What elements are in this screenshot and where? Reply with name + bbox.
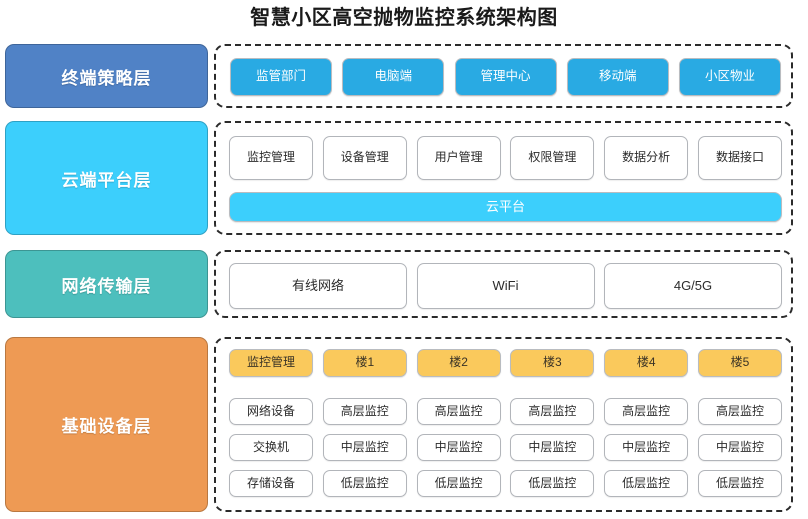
infrastructure-column-0: 监控管理 网络设备 交换机 存储设备 — [229, 349, 313, 497]
infrastructure-item-0-1[interactable]: 交换机 — [229, 434, 313, 461]
infrastructure-item-1-0[interactable]: 高层监控 — [322, 398, 407, 425]
terminal-node-1[interactable]: 电脑端 — [342, 58, 445, 96]
infrastructure-column-header-5[interactable]: 楼5 — [697, 349, 782, 377]
cloud-module-2[interactable]: 用户管理 — [416, 136, 501, 180]
layer-label-terminal: 终端策略层 — [5, 44, 208, 108]
cloud-platform-row: 云平台 — [229, 192, 782, 222]
infrastructure-item-2-1[interactable]: 中层监控 — [416, 434, 501, 461]
cloud-platform-bar[interactable]: 云平台 — [229, 192, 782, 222]
infrastructure-item-4-0[interactable]: 高层监控 — [604, 398, 689, 425]
terminal-node-row: 监管部门 电脑端 管理中心 移动端 小区物业 — [230, 58, 781, 96]
layer-content-cloud: 监控管理 设备管理 用户管理 权限管理 数据分析 数据接口 云平台 — [214, 121, 793, 235]
infrastructure-item-0-0[interactable]: 网络设备 — [229, 398, 313, 425]
infrastructure-column-header-1[interactable]: 楼1 — [322, 349, 407, 377]
infrastructure-item-3-0[interactable]: 高层监控 — [510, 398, 595, 425]
layer-content-network: 有线网络 WiFi 4G/5G — [214, 250, 793, 318]
terminal-node-2[interactable]: 管理中心 — [454, 58, 557, 96]
infrastructure-item-1-1[interactable]: 中层监控 — [322, 434, 407, 461]
infrastructure-item-5-0[interactable]: 高层监控 — [697, 398, 782, 425]
column-spacer — [510, 386, 594, 389]
layer-content-infrastructure: 监控管理 网络设备 交换机 存储设备 楼1 高层监控 中层监控 低层监控 楼2 … — [214, 337, 793, 512]
column-spacer — [229, 386, 313, 389]
page-title: 智慧小区高空抛物监控系统架构图 — [250, 7, 558, 29]
network-node-0[interactable]: 有线网络 — [229, 263, 407, 309]
layer-label-network: 网络传输层 — [5, 250, 208, 318]
column-spacer — [698, 386, 782, 389]
infrastructure-item-5-1[interactable]: 中层监控 — [697, 434, 782, 461]
infrastructure-grid: 监控管理 网络设备 交换机 存储设备 楼1 高层监控 中层监控 低层监控 楼2 … — [229, 349, 782, 497]
cloud-module-row: 监控管理 设备管理 用户管理 权限管理 数据分析 数据接口 — [229, 136, 782, 180]
layer-content-terminal: 监管部门 电脑端 管理中心 移动端 小区物业 — [214, 44, 793, 108]
terminal-node-4[interactable]: 小区物业 — [679, 58, 781, 96]
network-node-1[interactable]: WiFi — [416, 263, 595, 309]
column-spacer — [417, 386, 501, 389]
infrastructure-column-4: 楼4 高层监控 中层监控 低层监控 — [604, 349, 689, 497]
cloud-module-4[interactable]: 数据分析 — [604, 136, 689, 180]
infrastructure-item-4-1[interactable]: 中层监控 — [604, 434, 689, 461]
layer-band-cloud: 云端平台层 监控管理 设备管理 用户管理 权限管理 数据分析 数据接口 云平台 — [0, 121, 808, 236]
infrastructure-column-header-2[interactable]: 楼2 — [416, 349, 501, 377]
infrastructure-item-3-2[interactable]: 低层监控 — [510, 470, 595, 497]
column-spacer — [323, 386, 407, 389]
layer-band-terminal: 终端策略层 监管部门 电脑端 管理中心 移动端 小区物业 — [0, 44, 808, 109]
cloud-module-1[interactable]: 设备管理 — [322, 136, 407, 180]
infrastructure-column-header-3[interactable]: 楼3 — [510, 349, 595, 377]
network-node-2[interactable]: 4G/5G — [604, 263, 782, 309]
layer-band-network: 网络传输层 有线网络 WiFi 4G/5G — [0, 250, 808, 319]
cloud-module-3[interactable]: 权限管理 — [510, 136, 595, 180]
infrastructure-column-1: 楼1 高层监控 中层监控 低层监控 — [322, 349, 407, 497]
infrastructure-item-2-2[interactable]: 低层监控 — [416, 470, 501, 497]
infrastructure-column-header-4[interactable]: 楼4 — [604, 349, 689, 377]
infrastructure-item-2-0[interactable]: 高层监控 — [416, 398, 501, 425]
infrastructure-item-3-1[interactable]: 中层监控 — [510, 434, 595, 461]
infrastructure-item-4-2[interactable]: 低层监控 — [604, 470, 689, 497]
layer-band-infrastructure: 基础设备层 监控管理 网络设备 交换机 存储设备 楼1 高层监控 中层监控 低层… — [0, 337, 808, 513]
infrastructure-item-1-2[interactable]: 低层监控 — [322, 470, 407, 497]
infrastructure-item-0-2[interactable]: 存储设备 — [229, 470, 313, 497]
terminal-node-0[interactable]: 监管部门 — [230, 58, 332, 96]
network-node-row: 有线网络 WiFi 4G/5G — [229, 263, 782, 309]
cloud-module-0[interactable]: 监控管理 — [229, 136, 313, 180]
infrastructure-column-2: 楼2 高层监控 中层监控 低层监控 — [416, 349, 501, 497]
layer-label-infrastructure: 基础设备层 — [5, 337, 208, 512]
column-spacer — [604, 386, 688, 389]
infrastructure-column-3: 楼3 高层监控 中层监控 低层监控 — [510, 349, 595, 497]
infrastructure-item-5-2[interactable]: 低层监控 — [697, 470, 782, 497]
infrastructure-column-header-0[interactable]: 监控管理 — [229, 349, 313, 377]
layer-label-cloud: 云端平台层 — [5, 121, 208, 235]
terminal-node-3[interactable]: 移动端 — [566, 58, 669, 96]
cloud-module-5[interactable]: 数据接口 — [697, 136, 782, 180]
infrastructure-column-5: 楼5 高层监控 中层监控 低层监控 — [697, 349, 782, 497]
